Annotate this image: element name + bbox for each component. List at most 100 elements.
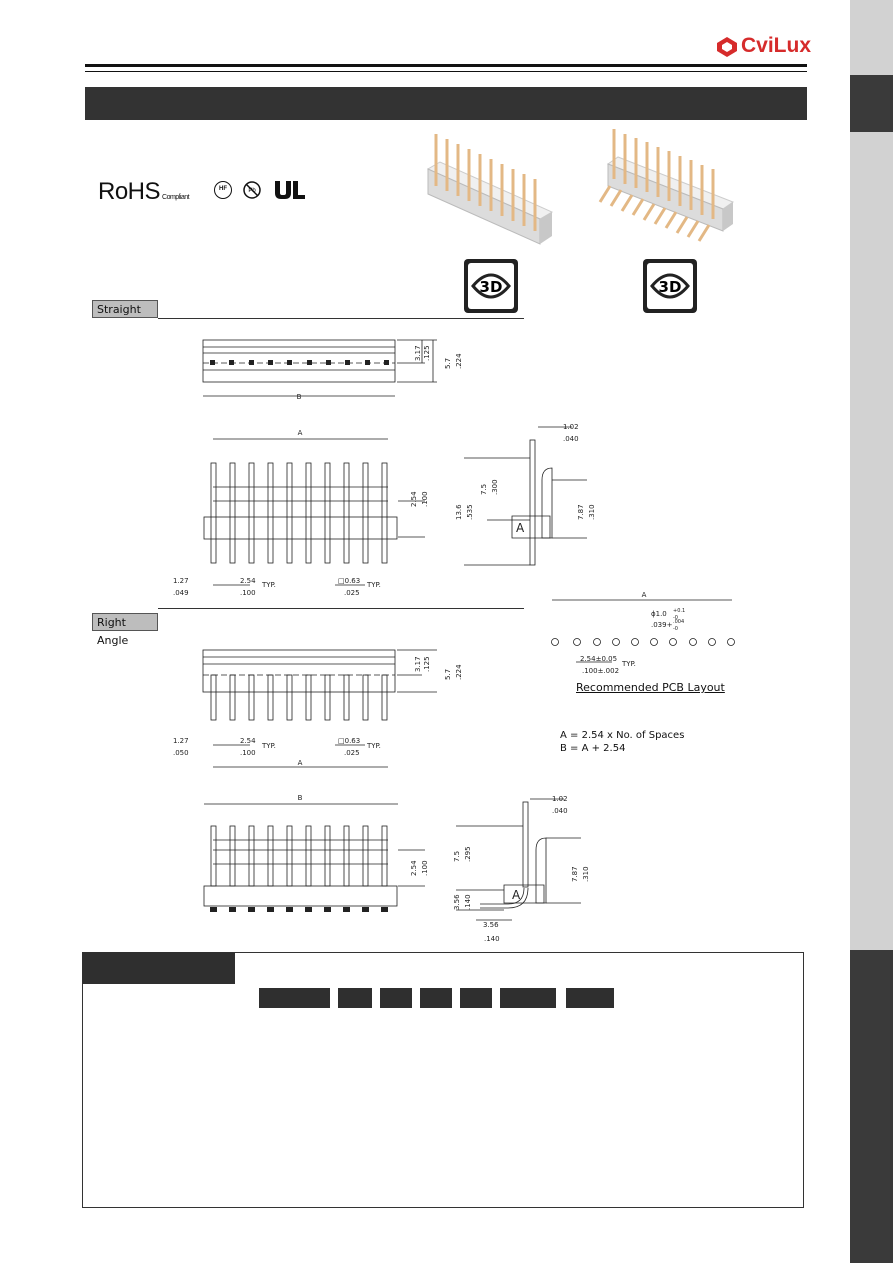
dim-535-straight: .535 xyxy=(466,504,474,520)
lead-free-text: Pb xyxy=(248,188,256,194)
pcb-hole-tol-dn: -0 xyxy=(673,615,678,621)
straight-side-view-drawing: 1.02 .040 13.6 .535 7.5 .300 7.87 .310 A xyxy=(455,423,596,566)
side-tab-light-top xyxy=(850,0,893,75)
straight-header-photo xyxy=(420,124,560,254)
section-label-right-angle: Right Angle xyxy=(92,613,158,647)
dim-254b-straight: 2.54 xyxy=(240,577,256,585)
pcb-hole-inch-up: .004 xyxy=(673,619,684,625)
dim-025-straight: .025 xyxy=(344,589,360,597)
pcb-hole-dia: ϕ1.0 xyxy=(651,610,667,618)
part-number-segment-2 xyxy=(338,988,372,1008)
dim-b-straight-top: B xyxy=(297,393,302,401)
header-rule-thin xyxy=(85,71,807,72)
dim-310-straight: .310 xyxy=(588,504,596,520)
right-angle-front-view-drawing: B 2.54 .100 xyxy=(203,794,429,912)
straight-top-view-drawing: B 3.17 .125 5.7 .224 xyxy=(202,339,463,401)
dim-a-right-angle-top: A xyxy=(298,759,303,767)
title-bar xyxy=(85,87,807,120)
dim-136-straight: 13.6 xyxy=(455,504,463,520)
pcb-hole-tol-up: +0.1 xyxy=(673,608,685,614)
dim-295-right-angle: .295 xyxy=(464,846,472,862)
dim-57-straight: 5.7 xyxy=(444,358,452,369)
part-number-segment-7 xyxy=(566,988,614,1008)
part-number-tab xyxy=(82,952,235,984)
rohs-suffix: Compliant xyxy=(162,194,190,201)
side-tab-dark-top xyxy=(850,75,893,132)
part-number-segment-5 xyxy=(460,988,492,1008)
dim-typ-pitch-straight: TYP. xyxy=(261,581,276,589)
dim-254-right-angle-pitch: 2.54 xyxy=(240,737,256,745)
dim-787-right-angle: 7.87 xyxy=(571,866,579,882)
ul-recognized-icon xyxy=(272,179,308,206)
dim-100-right-angle-pitch: .100 xyxy=(240,749,256,757)
section-line-right-angle xyxy=(158,608,524,609)
dim-100b-straight: .100 xyxy=(240,589,256,597)
dim-125-right-angle: .125 xyxy=(423,656,431,672)
side-tab-dark-bottom xyxy=(850,950,893,1263)
brand-logo xyxy=(716,36,738,63)
pcb-hole-inch: .039+ xyxy=(651,621,673,629)
pcb-pitch-typ: TYP. xyxy=(621,660,636,668)
dim-140-vertical: .140 xyxy=(464,894,472,910)
dim-typ-pitch-right-angle: TYP. xyxy=(261,742,276,750)
brand-name: CviLux xyxy=(741,34,812,57)
right-angle-header-photo xyxy=(598,124,743,254)
dim-300-straight: .300 xyxy=(491,479,499,495)
part-number-segment-6 xyxy=(500,988,556,1008)
dim-025-right-angle: .025 xyxy=(344,749,360,757)
dim-127-right-angle: 1.27 xyxy=(173,737,189,745)
section-label-straight: Straight xyxy=(92,300,158,318)
straight-3d-model-icon[interactable]: 3D xyxy=(463,258,519,319)
brand-logo-mark-icon xyxy=(717,37,737,57)
dim-102-right-angle: 1.02 xyxy=(552,795,568,803)
side-tab-light-middle xyxy=(850,132,893,950)
dim-310-right-angle: .310 xyxy=(582,866,590,882)
part-number-box xyxy=(82,952,804,1208)
dim-040-straight: .040 xyxy=(563,435,579,443)
dim-100-right-angle-front: .100 xyxy=(421,860,429,876)
dim-75-straight: 7.5 xyxy=(480,484,488,495)
dim-75-right-angle: 7.5 xyxy=(453,851,461,862)
rohs-text: RoHS xyxy=(98,178,161,205)
marker-a-right-angle: A xyxy=(512,888,521,902)
dim-356-horizontal: 3.56 xyxy=(483,921,499,929)
dim-b-right-angle-front: B xyxy=(298,794,303,802)
pcb-pitch-inch: .100±.002 xyxy=(582,667,619,675)
right-angle-3d-label: 3D xyxy=(659,278,682,296)
dim-787-straight: 7.87 xyxy=(577,504,585,520)
dim-102-straight: 1.02 xyxy=(563,423,579,431)
part-number-segment-4 xyxy=(420,988,452,1008)
dim-a-straight-front: A xyxy=(298,429,303,437)
section-line-straight xyxy=(158,318,524,319)
header-rule-thick xyxy=(85,64,807,67)
straight-3d-label: 3D xyxy=(480,278,503,296)
formula-b: B = A + 2.54 xyxy=(560,743,626,754)
dim-254-straight: 2.54 xyxy=(410,491,418,507)
right-angle-3d-model-icon[interactable]: 3D xyxy=(642,258,698,319)
dim-356-vertical: 3.56 xyxy=(453,894,461,910)
part-number-segment-1 xyxy=(259,988,330,1008)
dim-063-straight: □0.63 xyxy=(338,577,360,585)
straight-front-view-drawing: A 2.54 .100 1.27 .049 2.54 .100 TYP. □0.… xyxy=(173,429,429,597)
dim-100-straight: .100 xyxy=(421,491,429,507)
right-angle-side-view-drawing: 1.02 .040 7.5 .295 7.87 .310 3.56 .140 3… xyxy=(453,795,590,943)
dim-317-right-angle: 3.17 xyxy=(414,656,422,672)
formula-a: A = 2.54 x No. of Spaces xyxy=(560,730,685,741)
pcb-layout-title: Recommended PCB Layout xyxy=(576,681,725,694)
dim-063-right-angle: □0.63 xyxy=(338,737,360,745)
dim-040-right-angle: .040 xyxy=(552,807,568,815)
marker-a-straight: A xyxy=(516,521,525,535)
right-angle-top-view-drawing: A 3.17 .125 5.7 .224 1.27 .050 2.54 .100… xyxy=(173,649,463,768)
dim-224-right-angle: .224 xyxy=(455,664,463,680)
lead-free-icon: Pb xyxy=(243,181,261,199)
part-number-segment-3 xyxy=(380,988,412,1008)
dim-a-pcb: A xyxy=(642,591,647,599)
pcb-hole-inch-dn: -0 xyxy=(673,626,678,632)
dim-57-right-angle: 5.7 xyxy=(444,669,452,680)
halogen-free-icon: HF xyxy=(214,181,232,199)
dim-typ-pin-straight: TYP. xyxy=(366,581,381,589)
dim-317-straight: 3.17 xyxy=(414,345,422,361)
dim-224-straight: .224 xyxy=(455,353,463,369)
dim-140-horizontal: .140 xyxy=(484,935,500,943)
